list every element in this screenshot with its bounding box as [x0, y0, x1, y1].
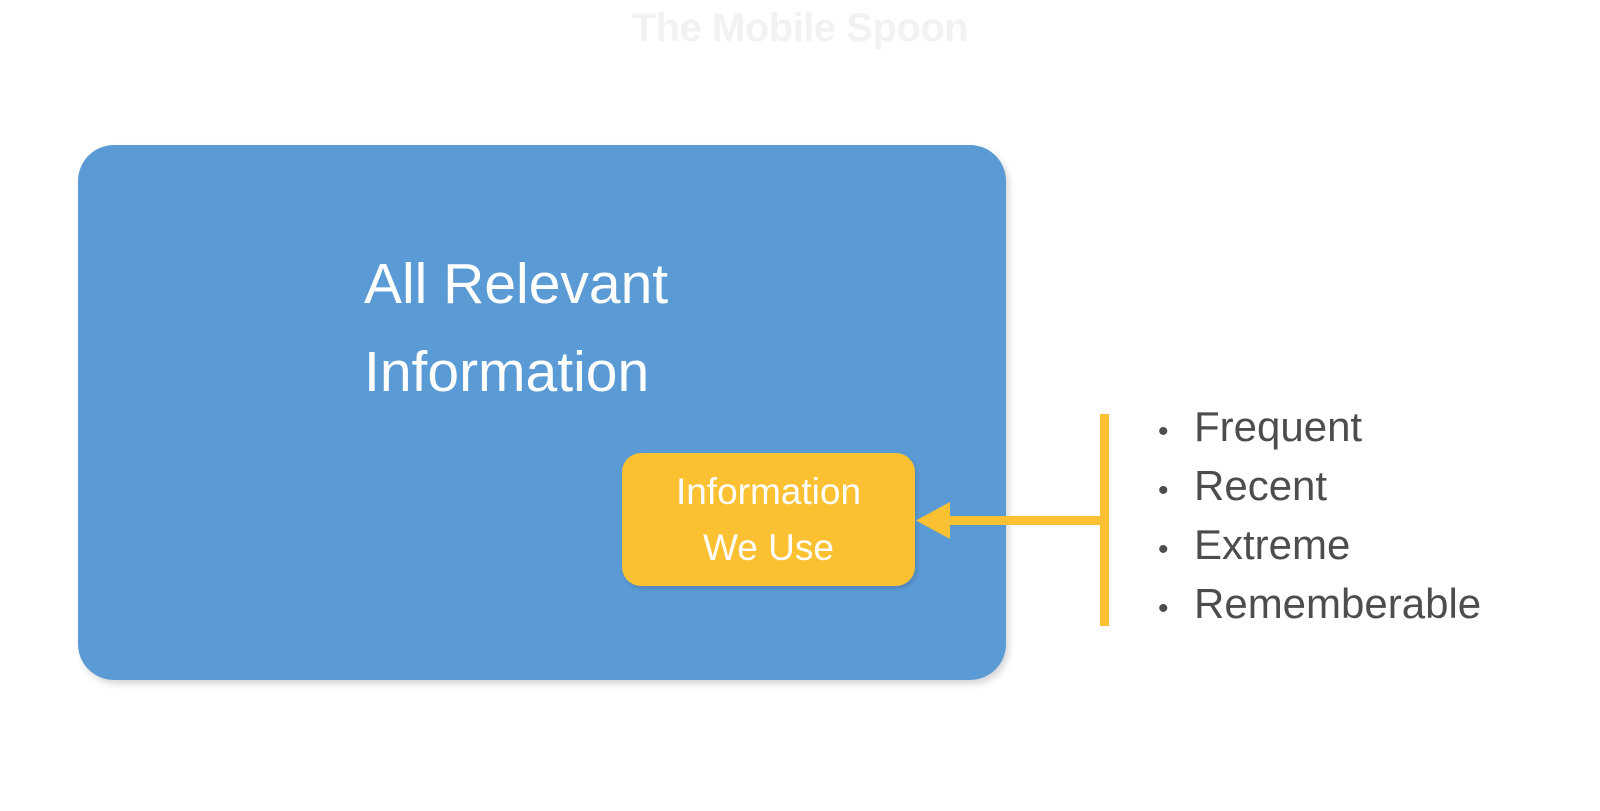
bullet-dot-icon: • [1158, 415, 1169, 448]
criteria-list: • Frequent • Recent • Extreme • Remember… [1148, 406, 1578, 642]
inner-container-label: Information We Use [675, 470, 862, 568]
list-item-label: Rememberable [1194, 580, 1482, 627]
list-item-label: Frequent [1194, 403, 1363, 450]
inner-container-information-we-use: Information We Use [622, 453, 915, 586]
list-item: • Frequent [1148, 406, 1578, 465]
bullet-dot-icon: • [1158, 533, 1169, 566]
list-item-label: Recent [1194, 462, 1328, 509]
outer-container-label: All Relevant Information [364, 252, 669, 404]
list-item: • Recent [1148, 465, 1578, 524]
list-item: • Rememberable [1148, 583, 1578, 642]
bullet-dot-icon: • [1158, 474, 1169, 507]
watermark-text: The Mobile Spoon [631, 6, 969, 50]
vertical-bracket-icon [1100, 414, 1109, 626]
list-item: • Extreme [1148, 524, 1578, 583]
outer-container-all-relevant-information: All Relevant Information Information We … [78, 145, 1006, 680]
list-item-label: Extreme [1194, 521, 1351, 568]
bullet-dot-icon: • [1158, 592, 1169, 625]
